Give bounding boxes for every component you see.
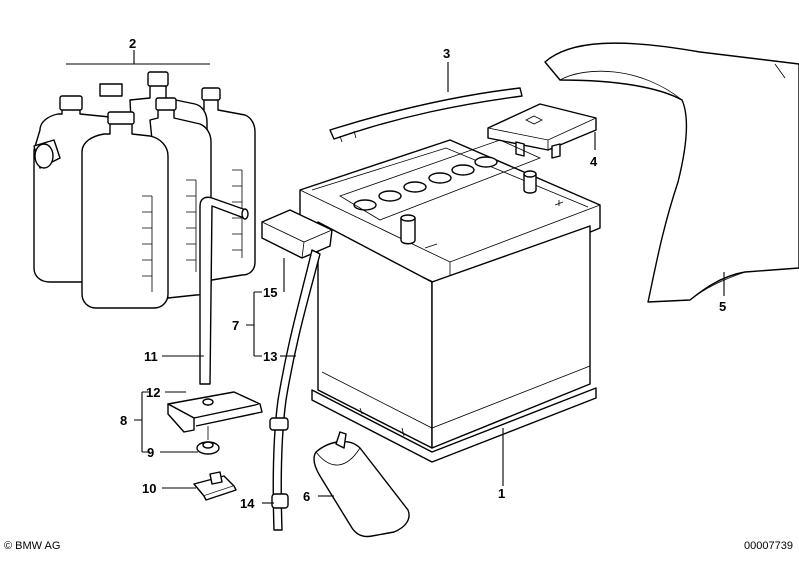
terminal-cap-part-4 — [487, 103, 597, 159]
callout-11: 11 — [144, 349, 158, 364]
terminal-cover-part-3 — [329, 87, 523, 143]
callout-8: 8 — [120, 413, 127, 428]
callout-9: 9 — [147, 445, 154, 460]
nut-part-9 — [196, 426, 220, 455]
callout-6: 6 — [303, 489, 310, 504]
callout-14: 14 — [240, 496, 255, 511]
battery-cover-part-5 — [544, 42, 799, 303]
hold-down-bracket-part-12 — [167, 391, 263, 433]
vent-hose-part-13 — [269, 249, 321, 531]
drain-container-part-6 — [313, 431, 410, 538]
callout-1: 1 — [498, 486, 505, 501]
drawing-number: 00007739 — [744, 540, 793, 552]
vent-tube-part-11 — [199, 196, 249, 385]
battery-cell-caps — [339, 139, 542, 221]
callout-12: 12 — [146, 385, 160, 400]
clamp-part-10 — [193, 471, 237, 501]
leader-lines — [66, 50, 725, 504]
callout-13: 13 — [263, 349, 277, 364]
callout-15: 15 — [263, 285, 277, 300]
callout-numbers: 1 2 3 4 5 6 7 8 9 10 11 12 13 14 15 — [120, 36, 726, 511]
fluid-bottles-part-2 — [33, 71, 256, 309]
battery-terminals — [400, 170, 564, 249]
callout-2: 2 — [129, 36, 136, 51]
copyright-label: © BMW AG — [4, 540, 61, 552]
callout-4: 4 — [590, 154, 598, 169]
callout-3: 3 — [443, 46, 450, 61]
callout-10: 10 — [142, 481, 156, 496]
vent-elbow-part-15 — [261, 209, 333, 259]
callout-7: 7 — [232, 318, 239, 333]
callout-5: 5 — [719, 299, 726, 314]
bottle-graduation-marks — [142, 169, 243, 292]
battery-part-1 — [299, 139, 601, 463]
